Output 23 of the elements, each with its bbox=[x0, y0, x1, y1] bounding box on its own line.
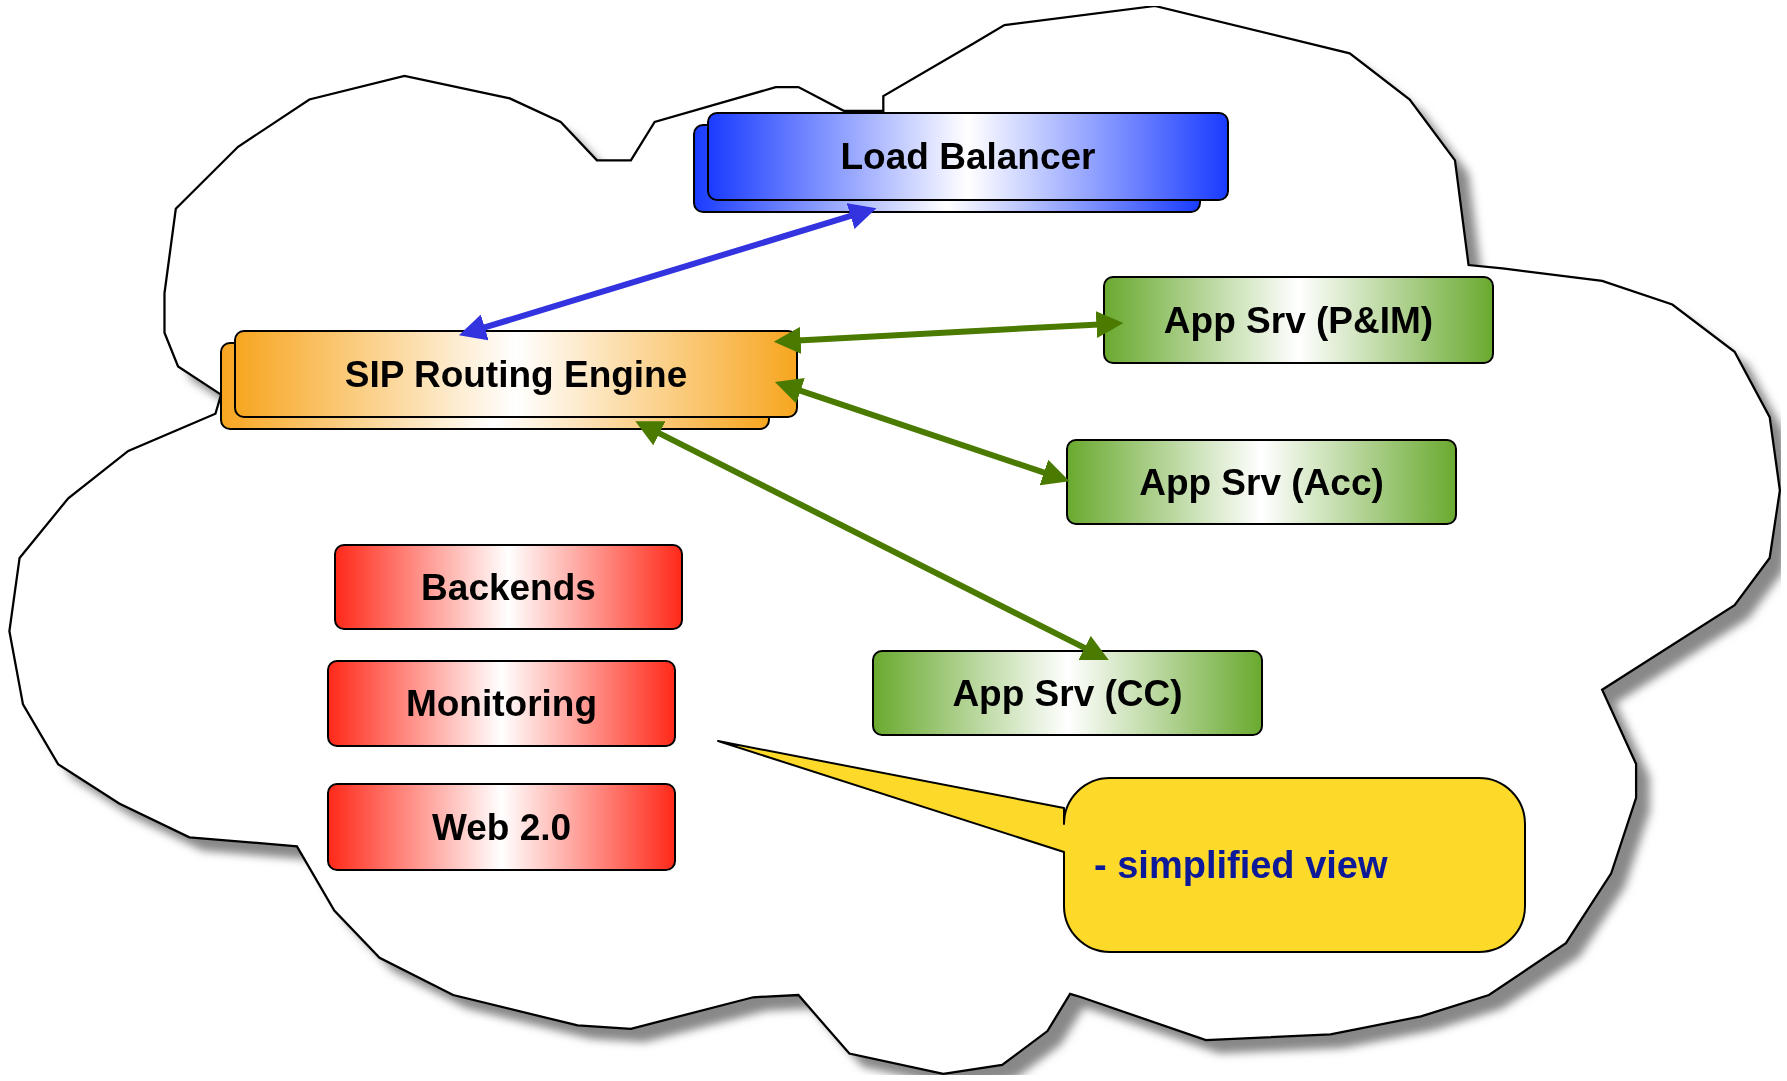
process-box bbox=[327, 660, 676, 747]
box-label: SIP Routing Engine bbox=[344, 355, 688, 393]
double-arrow bbox=[774, 377, 1070, 486]
process-box bbox=[334, 544, 683, 630]
box-label: App Srv (P&IM) bbox=[1163, 301, 1434, 339]
box-label: Backends bbox=[421, 568, 596, 606]
cloud-outline bbox=[6, 6, 1781, 1075]
callout-text: - simplified view bbox=[1094, 846, 1388, 884]
process-box bbox=[872, 650, 1263, 736]
callout-bubble bbox=[716, 739, 1527, 954]
process-box bbox=[707, 112, 1229, 201]
box-label: App Srv (Acc) bbox=[1139, 463, 1384, 501]
process-box bbox=[1066, 439, 1457, 525]
process-box bbox=[327, 783, 676, 871]
double-arrow bbox=[773, 311, 1124, 354]
process-box bbox=[234, 330, 798, 418]
double-arrow bbox=[458, 203, 877, 341]
process-box bbox=[1103, 276, 1494, 364]
box-label: Web 2.0 bbox=[431, 808, 572, 846]
box-label: App Srv (CC) bbox=[952, 674, 1183, 712]
box-label: Monitoring bbox=[405, 685, 598, 722]
box-label: Load Balancer bbox=[840, 138, 1096, 175]
double-arrow bbox=[635, 421, 1109, 661]
